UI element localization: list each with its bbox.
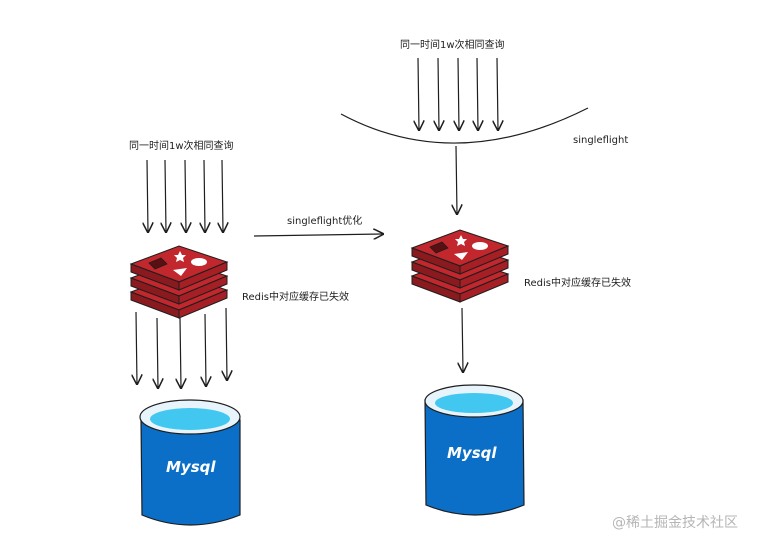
left-mysql-label: Mysql (166, 458, 216, 476)
watermark-text: @稀土掘金技术社区 (612, 515, 738, 531)
request-arrow (222, 159, 223, 232)
request-arrow (438, 57, 439, 130)
request-arrow (165, 159, 166, 232)
right-request-arrows (418, 57, 498, 130)
singleflight-funnel-curve (340, 107, 589, 144)
request-arrow (418, 57, 419, 130)
right-db-arrow (462, 307, 463, 372)
right-redis-icon (411, 229, 509, 303)
left-request-arrows (147, 159, 223, 232)
db-query-arrow (180, 317, 181, 388)
left-requests-label: 同一时间1w次相同查询 (129, 139, 234, 152)
singleflight-label: singleflight (573, 135, 628, 146)
right-mysql-icon: Mysql (424, 384, 525, 516)
singleflight-arrow (456, 145, 457, 214)
transition-label: singleflight优化 (287, 214, 362, 227)
db-query-arrow (226, 307, 227, 380)
left-db-arrows (136, 307, 227, 388)
request-arrow (185, 159, 186, 232)
db-query-arrow (157, 317, 158, 388)
left-redis-icon (130, 245, 228, 319)
request-arrow (458, 57, 459, 130)
request-arrow (497, 57, 498, 130)
left-cache-label: Redis中对应缓存已失效 (242, 290, 349, 303)
right-requests-label: 同一时间1w次相同查询 (400, 38, 505, 51)
right-cache-label: Redis中对应缓存已失效 (524, 276, 631, 289)
request-arrow (477, 57, 478, 130)
db-query-arrow (136, 311, 137, 384)
db-query-arrow (205, 313, 206, 386)
left-mysql-icon: Mysql (139, 399, 241, 526)
request-arrow (204, 159, 205, 232)
request-arrow (147, 159, 148, 232)
transition-arrow (253, 234, 383, 236)
right-mysql-label: Mysql (447, 444, 497, 462)
